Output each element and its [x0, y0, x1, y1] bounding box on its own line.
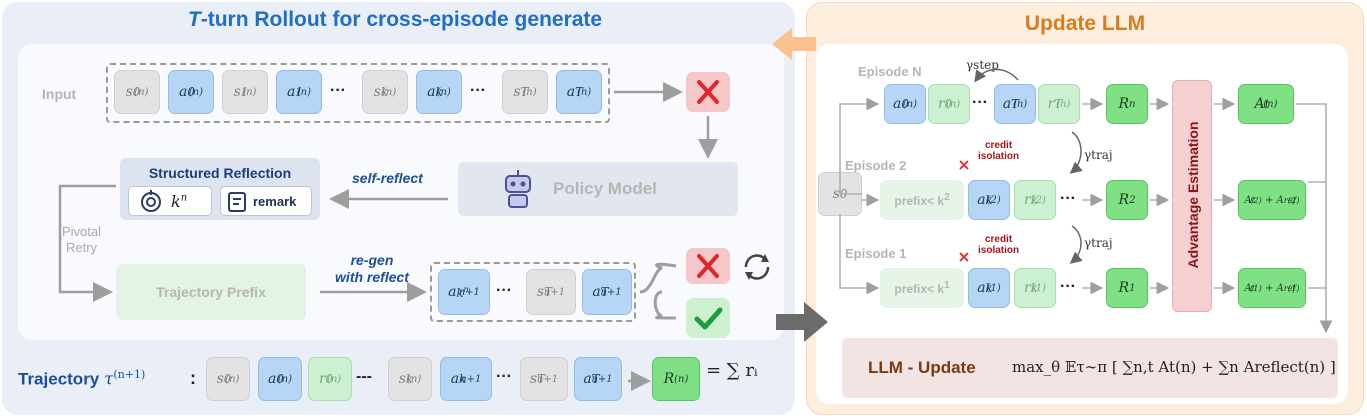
input-label: Input	[42, 86, 77, 102]
self-reflect-label: self-reflect	[352, 170, 423, 186]
advantage-estimation-box: Advantage Estimation	[1172, 80, 1212, 312]
structured-reflection-title: Structured Reflection	[148, 165, 292, 181]
ellipsis: ···	[1060, 190, 1076, 207]
episode-1-label: Episode 1	[845, 246, 907, 261]
remark-icon	[228, 192, 246, 212]
rollout-title: T-turn Rollout for cross-episode generat…	[187, 8, 603, 31]
reflection-k-box: kn	[128, 186, 212, 216]
ellipsis: ···	[1060, 278, 1076, 295]
ellipsis: ···	[330, 82, 346, 99]
retry-icon	[744, 254, 770, 280]
episode-n-label: Episode N	[858, 64, 922, 79]
llm-update-label: LLM - Update	[868, 358, 976, 377]
pivotal-retry-label: Pivotal Retry	[62, 224, 102, 255]
ellipsis: ---	[356, 368, 372, 385]
update-arrow-icon	[772, 28, 816, 60]
ellipsis: ···	[470, 82, 486, 99]
credit-isolation-label: credit isolation	[978, 234, 1020, 256]
gamma-traj-label: γtraj	[1084, 148, 1113, 162]
update-llm-title: Update LLM	[1024, 12, 1146, 35]
llm-update-box: LLM - Update max_θ 𝔼τ∼π [ ∑n,t At(n) + ∑…	[842, 338, 1338, 398]
cross-icon	[697, 80, 719, 104]
reflection-k-label: kn	[171, 192, 188, 211]
ellipsis: ···	[496, 368, 512, 385]
trajectory-prefix-label: Trajectory Prefix	[156, 284, 266, 300]
policy-model-label: Policy Model	[553, 179, 657, 198]
episode2-prefix: prefix< k2	[880, 180, 964, 220]
reward-sum: = ∑ rᵢ	[706, 360, 758, 381]
gamma-traj-label: γtraj	[1084, 236, 1113, 250]
reflection-remark-box: remark	[220, 186, 312, 216]
ellipsis: ···	[972, 94, 988, 111]
target-icon	[141, 190, 161, 212]
ellipsis: ···	[496, 282, 512, 299]
episode1-prefix: prefix< k1	[880, 268, 964, 308]
traj-reward-box: R(n)	[652, 357, 700, 401]
remark-label: remark	[253, 194, 297, 209]
episode-2-label: Episode 2	[845, 158, 907, 173]
check-icon	[694, 307, 723, 330]
cross-icon	[697, 254, 719, 278]
trajectory-colon: :	[190, 368, 196, 388]
credit-isolation-label: credit isolation	[978, 140, 1020, 162]
trajectory-label: Trajectory τ(n+1)	[18, 368, 146, 390]
robot-icon	[505, 170, 531, 208]
regen-failure-box	[686, 248, 730, 284]
policy-model-box: Policy Model	[458, 162, 738, 216]
success-box	[686, 298, 730, 338]
regen-sequence-box	[430, 262, 636, 322]
trajectory-prefix-box: Trajectory Prefix	[116, 264, 306, 320]
llm-update-formula: max_θ 𝔼τ∼π [ ∑n,t At(n) + ∑n Areflect(n)…	[1012, 358, 1336, 376]
gamma-step-label: γstep	[966, 58, 999, 72]
structured-reflection-box: Structured Reflection kn remark	[120, 158, 320, 220]
failure-box	[686, 72, 730, 112]
input-sequence-box	[106, 63, 610, 123]
